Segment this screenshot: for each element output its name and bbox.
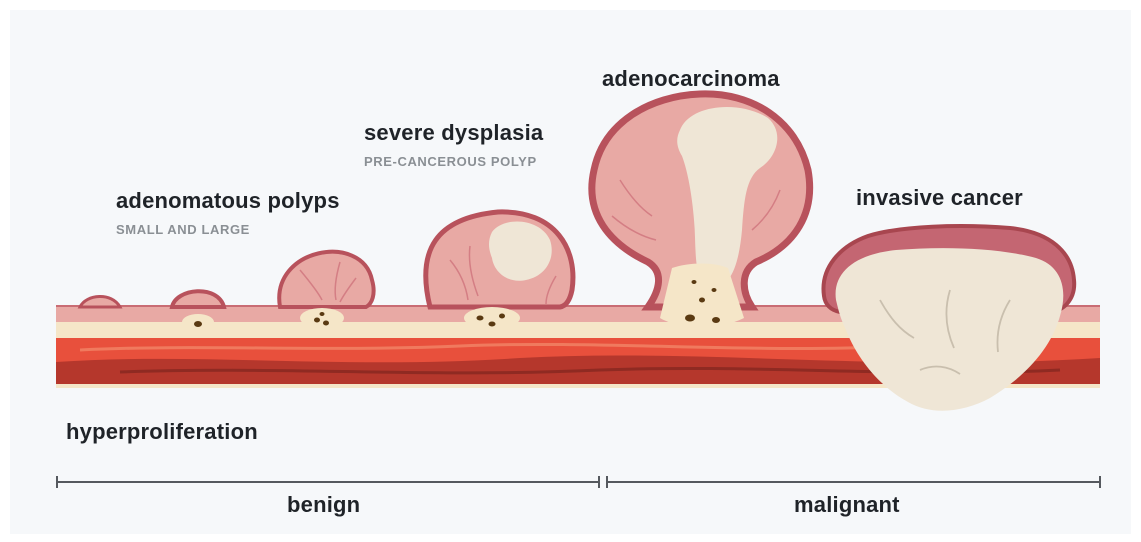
- speck: [692, 280, 697, 284]
- polyp-stalk: [300, 308, 344, 328]
- small-polyp: [172, 291, 224, 307]
- label-severe-dysplasia-sub: PRE-CANCEROUS POLYP: [364, 154, 537, 169]
- label-severe-dysplasia: severe dysplasia: [364, 120, 543, 146]
- benign-scale-bar: [57, 476, 599, 488]
- label-adenocarcinoma: adenocarcinoma: [602, 66, 780, 92]
- label-malignant: malignant: [794, 492, 900, 518]
- label-adenomatous-polyps-sub: SMALL AND LARGE: [116, 222, 250, 237]
- label-adenomatous-polyps: adenomatous polyps: [116, 188, 340, 214]
- malignant-scale-bar: [607, 476, 1100, 488]
- label-benign: benign: [287, 492, 360, 518]
- speck: [477, 316, 484, 321]
- label-invasive-cancer: invasive cancer: [856, 185, 1023, 211]
- speck: [320, 312, 325, 316]
- speck: [685, 315, 695, 322]
- hyperproliferation-bump: [80, 296, 120, 307]
- speck: [194, 321, 202, 327]
- speck: [314, 318, 320, 323]
- speck: [499, 314, 505, 319]
- speck: [699, 298, 705, 303]
- speck: [712, 317, 720, 323]
- label-hyperproliferation: hyperproliferation: [66, 419, 258, 445]
- large-polyp: [279, 252, 373, 307]
- speck: [323, 321, 329, 326]
- speck: [712, 288, 717, 292]
- speck: [489, 322, 496, 327]
